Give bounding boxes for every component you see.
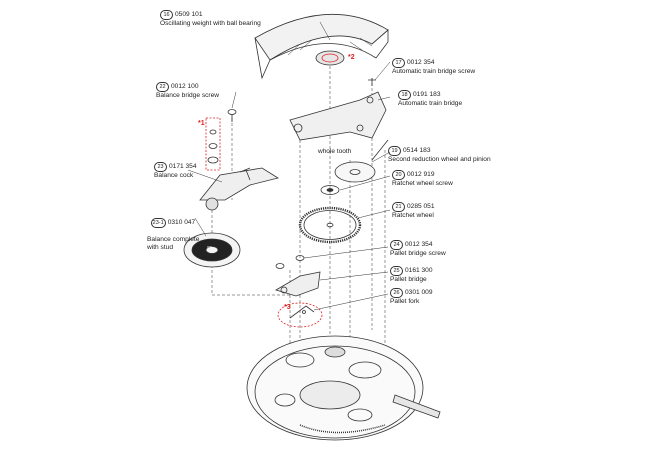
part-code: 0285 051 bbox=[407, 203, 435, 210]
part-code: 0191 183 bbox=[413, 91, 441, 98]
pallet-fork bbox=[277, 302, 323, 328]
leader-lines bbox=[187, 21, 391, 311]
part-code: 0171 354 bbox=[169, 163, 197, 170]
part-code: 0012 100 bbox=[171, 83, 199, 90]
part-code: 0161 300 bbox=[405, 267, 433, 274]
marker-star-3: *3 bbox=[284, 304, 291, 311]
marker-star-1: *1 bbox=[198, 120, 205, 127]
ratchet-wheel-screw bbox=[320, 185, 340, 195]
part-code: 0301 009 bbox=[405, 289, 433, 296]
balance-mark: *2 bbox=[207, 246, 212, 252]
part-name: Pallet fork bbox=[390, 298, 420, 305]
ratchet-wheel bbox=[298, 206, 362, 244]
part-name: Balance cock bbox=[154, 172, 194, 179]
part-code: 0514 183 bbox=[403, 147, 431, 154]
callout-number: 21 bbox=[392, 202, 405, 212]
part-name: Second reduction wheel and pinion bbox=[388, 156, 491, 163]
part-code: 0310 047 bbox=[167, 219, 196, 226]
part-name: Ratchet wheel bbox=[392, 212, 434, 219]
part-code: 0509 101 bbox=[175, 11, 203, 18]
pallet-bridge bbox=[275, 271, 321, 297]
part-name: Balance bridge screw bbox=[156, 92, 220, 99]
callout-number: 16 bbox=[160, 10, 173, 20]
part-name: Automatic train bridge bbox=[398, 100, 463, 107]
part-name: Ratchet wheel screw bbox=[392, 180, 453, 187]
callout-number: 17 bbox=[392, 58, 405, 68]
part-name: Automatic train bridge screw bbox=[392, 68, 476, 75]
callout-number: 19 bbox=[388, 146, 401, 156]
balance-complete bbox=[183, 232, 241, 268]
balance-cock bbox=[199, 167, 280, 211]
callout-number: 23 bbox=[154, 162, 167, 172]
callout-number: 26 bbox=[390, 288, 403, 298]
part-code: 0012 354 bbox=[407, 59, 435, 66]
part-name: Balance complete with stud bbox=[147, 236, 200, 251]
part-name: Pallet bridge bbox=[390, 276, 427, 283]
automatic-train-bridge bbox=[289, 78, 387, 141]
callout-number: 23-1 bbox=[150, 218, 166, 228]
callout-number: 22 bbox=[156, 82, 169, 92]
part-name: Pallet bridge screw bbox=[390, 250, 446, 257]
whole-tooth-note: whole tooth bbox=[318, 148, 352, 155]
part-code: 0012 919 bbox=[407, 171, 435, 178]
callout-number: 18 bbox=[398, 90, 411, 100]
part-name: Oscillating weight with ball bearing bbox=[160, 20, 261, 27]
balance-bridge-screw bbox=[205, 109, 237, 171]
oscillating-weight bbox=[254, 13, 389, 80]
callout-number: 25 bbox=[390, 266, 403, 276]
second-reduction-wheel bbox=[334, 139, 389, 183]
movement-base bbox=[246, 335, 441, 441]
marker-star-2: *2 bbox=[348, 54, 355, 61]
callout-number: 20 bbox=[392, 170, 405, 180]
callout-number: 24 bbox=[390, 240, 403, 250]
part-code: 0012 354 bbox=[405, 241, 433, 248]
